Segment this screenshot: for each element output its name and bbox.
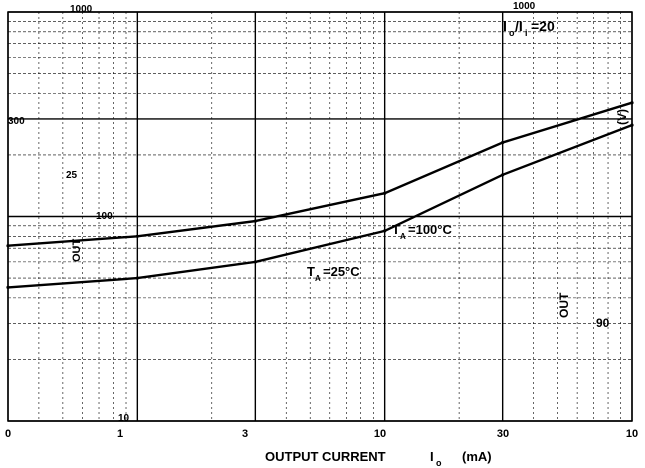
series-label-100c-value: =100°C [408, 222, 452, 237]
x-axis-title: OUTPUT CURRENT I o (mA) [265, 449, 492, 468]
grid-lines [7, 11, 633, 422]
series-0-point-5 [630, 101, 634, 105]
series-label-25c-main: T [307, 264, 315, 279]
x-axis-label: OUTPUT CURRENT [265, 449, 386, 464]
x-tick-label-100: 10 [626, 428, 638, 440]
series-1-point-5 [630, 123, 634, 127]
plot-frame [7, 11, 633, 422]
series-line-1 [7, 123, 633, 289]
series-1-point-3 [383, 229, 387, 233]
right-axis-fragment-3: 90 [596, 316, 610, 330]
series-1-point-1 [135, 276, 139, 280]
series-line-0 [7, 101, 633, 247]
x-tick-label-10: 10 [374, 428, 386, 440]
right-tick-label: 1000 [513, 1, 536, 12]
series-0-point-1 [135, 234, 139, 238]
y-tick-label-10: 10 [118, 413, 130, 424]
series-1-point-4 [501, 173, 505, 177]
series-0-point-2 [253, 219, 257, 223]
condition-subscript: o [509, 28, 515, 38]
condition-value: =20 [531, 18, 555, 34]
y-tick-labels: 1000 300 100 10 [8, 4, 130, 424]
condition-symbol: I [503, 18, 507, 34]
series-1-point-0 [6, 285, 10, 289]
y-tick-label-300: 300 [8, 116, 25, 127]
series-label-25c-sub: A [315, 274, 321, 283]
condition-label: I o /I i =20 [503, 18, 555, 38]
x-tick-label-3: 3 [242, 428, 248, 440]
left-fragment-2: OUT [71, 239, 83, 263]
y-tick-label-1000: 1000 [70, 4, 93, 15]
x-axis-unit: (mA) [462, 449, 492, 464]
x-axis-symbol-subscript: o [436, 458, 442, 468]
x-tick-labels: 0 1 3 10 30 10 [5, 428, 638, 440]
series-0-point-0 [6, 244, 10, 248]
series-group [6, 101, 634, 289]
condition-mid: /I [515, 18, 523, 34]
right-axis-fragment: (V) [615, 109, 629, 125]
x-axis-symbol: I [430, 449, 434, 464]
series-label-100c-sub: A [400, 232, 406, 241]
series-label-100c: T A =100°C [392, 222, 452, 241]
series-0-point-3 [383, 191, 387, 195]
series-1-point-2 [253, 260, 257, 264]
x-tick-label-1: 1 [117, 428, 123, 440]
condition-subscript-2: i [525, 28, 528, 38]
series-0-point-4 [501, 140, 505, 145]
left-fragment-1: 25 [66, 170, 78, 181]
series-label-25c: T A =25°C [307, 264, 360, 283]
series-label-100c-main: T [392, 222, 400, 237]
x-tick-label-30: 30 [497, 428, 509, 440]
x-tick-label-0: 0 [5, 428, 11, 440]
series-label-25c-value: =25°C [323, 264, 360, 279]
y-tick-label-100: 100 [96, 211, 113, 222]
right-axis-fragment-2: OUT [557, 292, 571, 318]
